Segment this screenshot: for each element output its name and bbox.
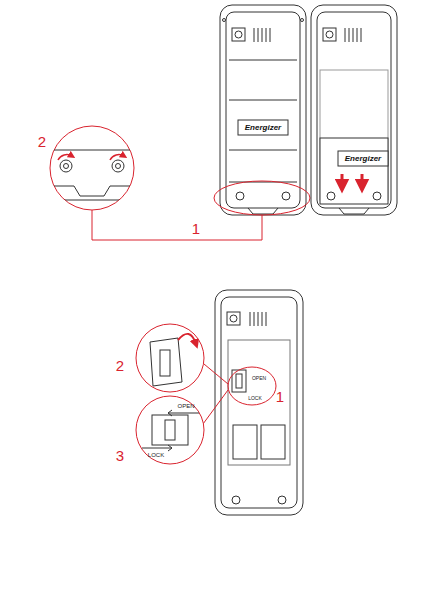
brand-logo: Energizer <box>245 124 281 132</box>
slot-label: OPEN <box>252 376 266 381</box>
callout-number: 2 <box>38 134 46 149</box>
callout-number: 1 <box>192 221 200 236</box>
slot-label: LOCK <box>148 452 164 458</box>
slot-label: OPEN <box>177 403 194 409</box>
slot-label: LOCK <box>248 396 262 401</box>
callout-number: 1 <box>276 389 284 404</box>
brand-logo: Energizer <box>345 155 381 163</box>
callout-number: 3 <box>116 448 124 463</box>
callout-number: 2 <box>116 358 124 373</box>
